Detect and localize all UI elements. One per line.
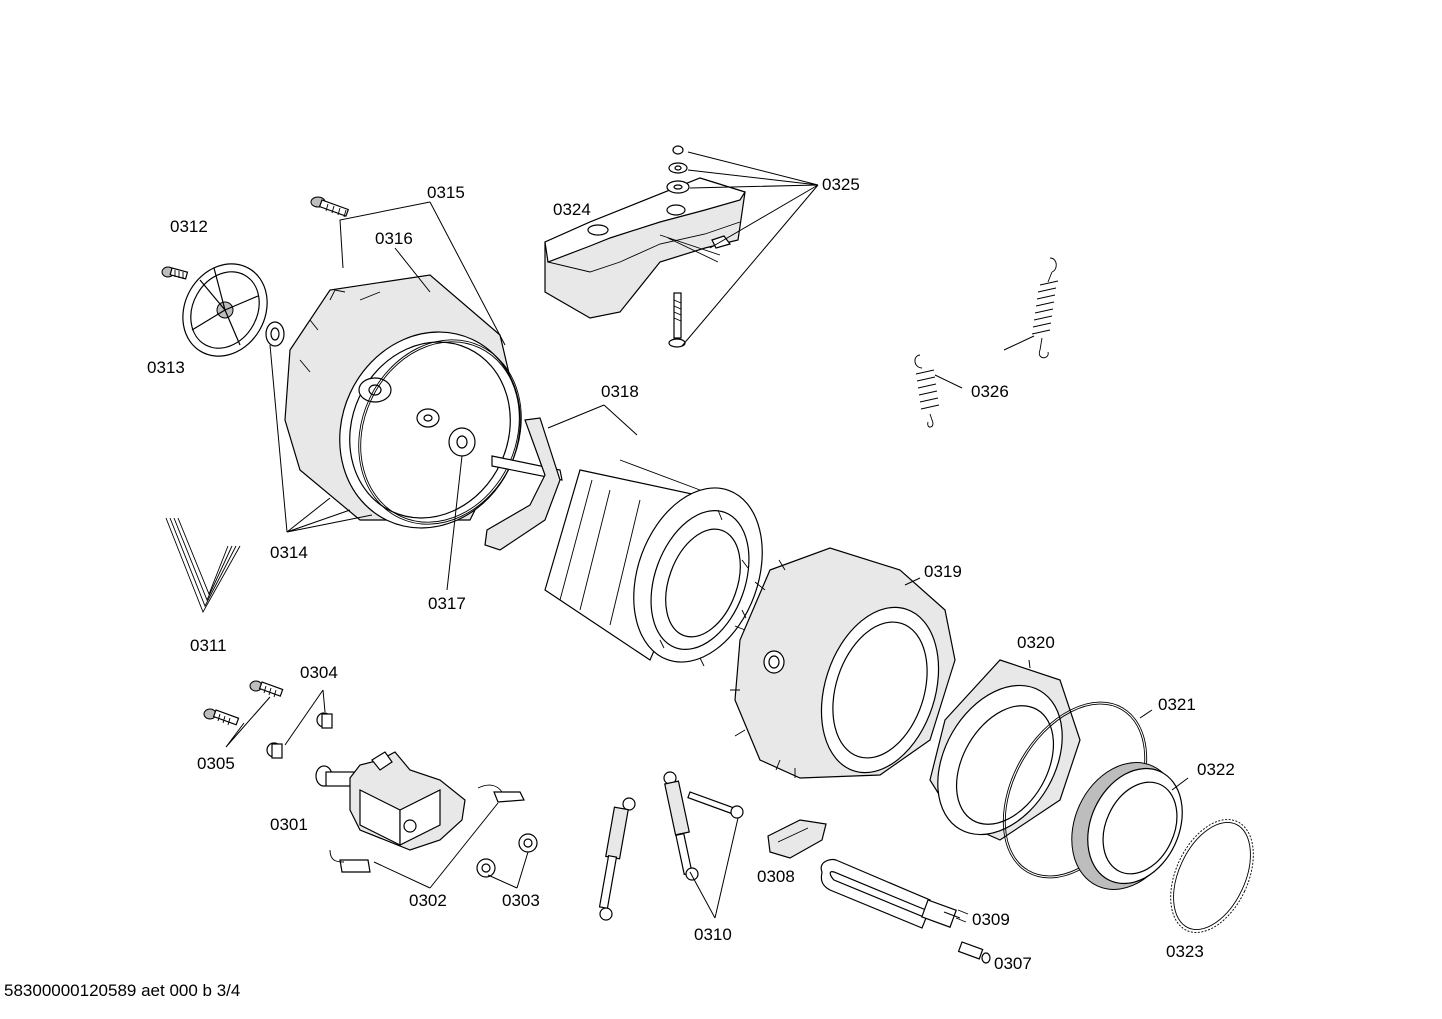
dampers-0310 — [598, 771, 744, 921]
screw-0315 — [310, 196, 350, 218]
label-0302: 0302 — [409, 891, 447, 910]
drum-0318 — [484, 417, 763, 667]
wire-ring-0323 — [1170, 819, 1254, 933]
label-0325: 0325 — [822, 175, 860, 194]
label-0309: 0309 — [972, 910, 1010, 929]
label-0303: 0303 — [502, 891, 540, 910]
brushes-0302 — [329, 784, 525, 873]
label-0304: 0304 — [300, 663, 338, 682]
label-0316: 0316 — [375, 229, 413, 248]
label-0326: 0326 — [971, 382, 1009, 401]
bushings-0303 — [476, 833, 538, 878]
bearing-0314 — [265, 321, 285, 347]
heater-0309 — [820, 858, 969, 929]
label-0308: 0308 — [757, 867, 795, 886]
label-0301: 0301 — [270, 815, 308, 834]
label-0315: 0315 — [427, 183, 465, 202]
screws-0304-0305 — [203, 680, 333, 759]
screw-0312 — [161, 266, 189, 280]
sensor-0307 — [957, 941, 991, 964]
document-reference-footer: 58300000120589 aet 000 b 3/4 — [4, 981, 241, 1000]
leader-lines — [225, 151, 1189, 919]
springs-0326 — [914, 257, 1059, 428]
label-0318: 0318 — [601, 382, 639, 401]
label-0305: 0305 — [197, 754, 235, 773]
clip-0308 — [767, 819, 827, 859]
front-tub-0319 — [730, 547, 956, 779]
label-0313: 0313 — [147, 358, 185, 377]
part-labels: 0325 0324 0315 0316 0312 0313 0326 0318 … — [147, 175, 1235, 973]
label-0323: 0323 — [1166, 942, 1204, 961]
label-0321: 0321 — [1158, 695, 1196, 714]
front-ring-0320 — [929, 659, 1081, 841]
label-0307: 0307 — [994, 954, 1032, 973]
fasteners-0325 — [666, 145, 690, 348]
label-0311: 0311 — [190, 636, 227, 655]
bracket-0324 — [544, 177, 746, 319]
label-0314: 0314 — [270, 543, 308, 562]
label-0322: 0322 — [1197, 760, 1235, 779]
pulley-0313 — [182, 263, 268, 357]
label-0320: 0320 — [1017, 633, 1055, 652]
label-0312: 0312 — [170, 217, 208, 236]
label-0319: 0319 — [924, 562, 962, 581]
label-0324: 0324 — [553, 200, 591, 219]
drive-belt-0311 — [165, 517, 241, 614]
motor-0301 — [315, 751, 466, 851]
door-seal-0322 — [1071, 762, 1183, 890]
label-0317: 0317 — [428, 594, 466, 613]
label-0310: 0310 — [694, 925, 732, 944]
